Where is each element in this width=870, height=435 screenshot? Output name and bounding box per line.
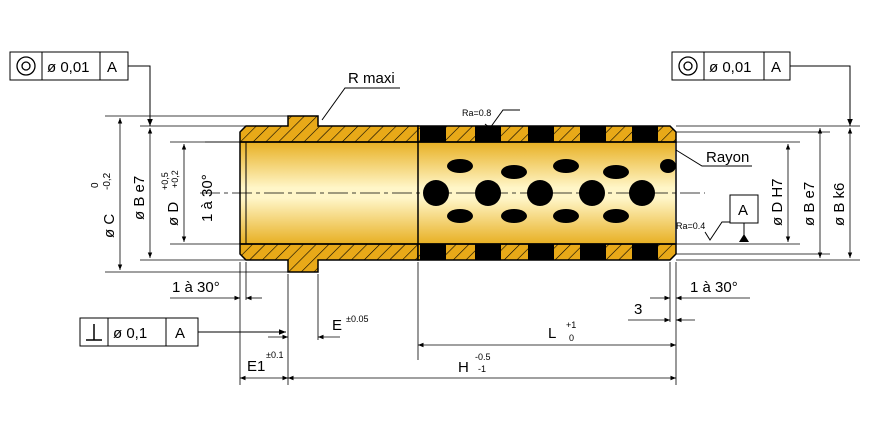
right-vertical-dimensions: ø D H7 ø B e7 ø B k6 xyxy=(676,125,860,261)
dim-e: E xyxy=(332,317,342,334)
dim-b-k6: ø B k6 xyxy=(831,183,848,226)
dim-b-e7-left: ø B e7 xyxy=(131,176,148,220)
graphite-plugs xyxy=(420,126,658,260)
perpendicularity-icon xyxy=(86,324,102,341)
dim-c-tol-lower: -0,2 xyxy=(102,172,113,190)
left-vertical-dimensions: ø C 0 -0,2 ø B e7 ø D +0,5 +0,2 1 à 30° xyxy=(90,115,288,273)
dim-e1-tol: ±0.1 xyxy=(266,350,283,360)
datum-reference: A xyxy=(771,59,781,76)
dim-three: 3 xyxy=(634,301,642,318)
datum-a-box: A xyxy=(729,194,759,242)
tolerance-frame-perpendicularity: ø 0,1 A xyxy=(79,317,199,347)
label-rayon: Rayon xyxy=(706,149,749,166)
dim-l: L xyxy=(548,325,556,342)
dim-l-tol-lower: 0 xyxy=(569,333,574,343)
dim-d: ø D xyxy=(165,202,182,226)
dim-e1: E1 xyxy=(247,358,265,375)
dim-c: ø C xyxy=(101,214,118,238)
dim-d-h7: ø D H7 xyxy=(769,178,786,226)
bushing-section xyxy=(239,115,677,273)
svg-text:Ra=0.4: Ra=0.4 xyxy=(676,221,705,231)
bottom-dimensions: 1 à 30° 1 à 30° 3 E ±0.05 L +1 0 E1 ±0.1… xyxy=(170,262,750,385)
svg-text:A: A xyxy=(738,202,748,219)
concentricity-icon xyxy=(678,56,698,76)
tolerance-value: ø 0,01 xyxy=(47,59,90,76)
dim-l-tol-upper: +1 xyxy=(566,320,576,330)
tolerance-frame-right: ø 0,01 A xyxy=(671,51,791,81)
dim-chamfer-bottom-left: 1 à 30° xyxy=(172,279,220,296)
surface-roughness-top: Ra=0.8 xyxy=(462,108,520,129)
dim-d-tol-lower: +0,2 xyxy=(170,170,180,188)
concentricity-icon xyxy=(16,56,36,76)
datum-reference: A xyxy=(107,59,117,76)
label-r-maxi: R maxi xyxy=(348,70,395,87)
dim-b-e7-right: ø B e7 xyxy=(801,182,818,226)
tolerance-value: ø 0,1 xyxy=(113,325,147,342)
tolerance-value: ø 0,01 xyxy=(709,59,752,76)
dim-h: H xyxy=(458,359,469,376)
dim-e-tol: ±0.05 xyxy=(346,314,368,324)
dim-d-tol-upper: +0,5 xyxy=(160,172,170,190)
dim-h-tol-lower: -1 xyxy=(478,364,486,374)
surface-roughness-right: Ra=0.4 xyxy=(676,221,744,241)
dim-chamfer-bottom-right: 1 à 30° xyxy=(690,279,738,296)
dim-chamfer-left: 1 à 30° xyxy=(199,174,216,222)
svg-text:Ra=0.8: Ra=0.8 xyxy=(462,108,491,118)
dim-c-tol-upper: 0 xyxy=(90,182,101,188)
datum-reference: A xyxy=(175,325,185,342)
tolerance-frame-left: ø 0,01 A xyxy=(9,51,129,81)
dim-h-tol-upper: -0.5 xyxy=(475,352,491,362)
